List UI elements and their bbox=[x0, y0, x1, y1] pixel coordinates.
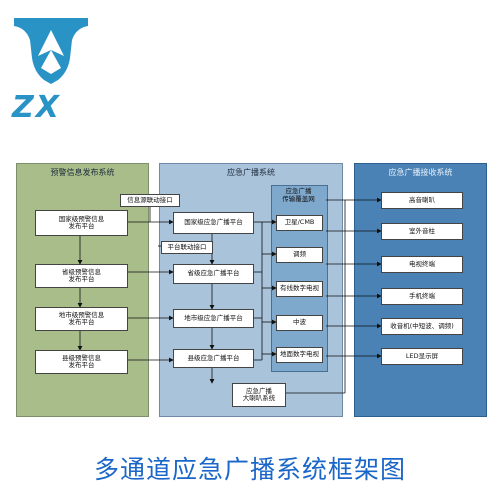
transmission-fm: 调频 bbox=[276, 247, 323, 263]
interface-info-source: 信息源联动接口 bbox=[120, 194, 180, 207]
logo-emblem-icon bbox=[14, 18, 88, 84]
node-national-warning: 国家级预警信息 发布平台 bbox=[35, 210, 128, 236]
panel-title: 预警信息发布系统 bbox=[50, 168, 115, 177]
node-city-warning: 地市级预警信息 发布平台 bbox=[35, 307, 128, 331]
transmission-cable-tv: 有线数字电视 bbox=[276, 281, 323, 297]
receiver-phone: 手机终端 bbox=[381, 288, 463, 305]
node-national-broadcast: 国家级应急广播平台 bbox=[173, 212, 254, 234]
logo: ZX bbox=[6, 10, 96, 130]
receiver-tv: 电视终端 bbox=[381, 256, 463, 273]
panel-title: 应急广播接收系统 bbox=[388, 168, 453, 177]
transmission-mw: 中波 bbox=[276, 315, 323, 331]
transmission-title: 应急广播 传输覆盖网 bbox=[282, 187, 315, 203]
node-loudspeaker-system: 应急广播 大喇叭系统 bbox=[232, 383, 286, 407]
node-provincial-warning: 省级预警信息 发布平台 bbox=[35, 264, 128, 288]
receiver-high-speaker: 高音喇叭 bbox=[381, 192, 463, 209]
node-county-broadcast: 县级应急广播平台 bbox=[173, 349, 254, 368]
transmission-satellite: 卫星/CMB bbox=[276, 215, 323, 231]
interface-platform: 平台联动接口 bbox=[161, 241, 213, 254]
transmission-terrestrial-tv: 地面数字电视 bbox=[276, 347, 323, 363]
node-county-warning: 县级预警信息 发布平台 bbox=[35, 350, 128, 374]
receiver-radio: 收音机(中短波、调频) bbox=[381, 318, 463, 335]
node-provincial-broadcast: 省级应急广播平台 bbox=[173, 264, 254, 284]
panel-title: 应急广播系统 bbox=[227, 168, 275, 177]
receiver-led: LED显示屏 bbox=[381, 348, 463, 365]
diagram-caption: 多通道应急广播系统框架图 bbox=[93, 455, 406, 484]
logo-text: ZX bbox=[12, 90, 61, 125]
node-city-broadcast: 地市级应急广播平台 bbox=[173, 309, 254, 328]
receiver-outdoor-column: 室外音柱 bbox=[381, 223, 463, 240]
